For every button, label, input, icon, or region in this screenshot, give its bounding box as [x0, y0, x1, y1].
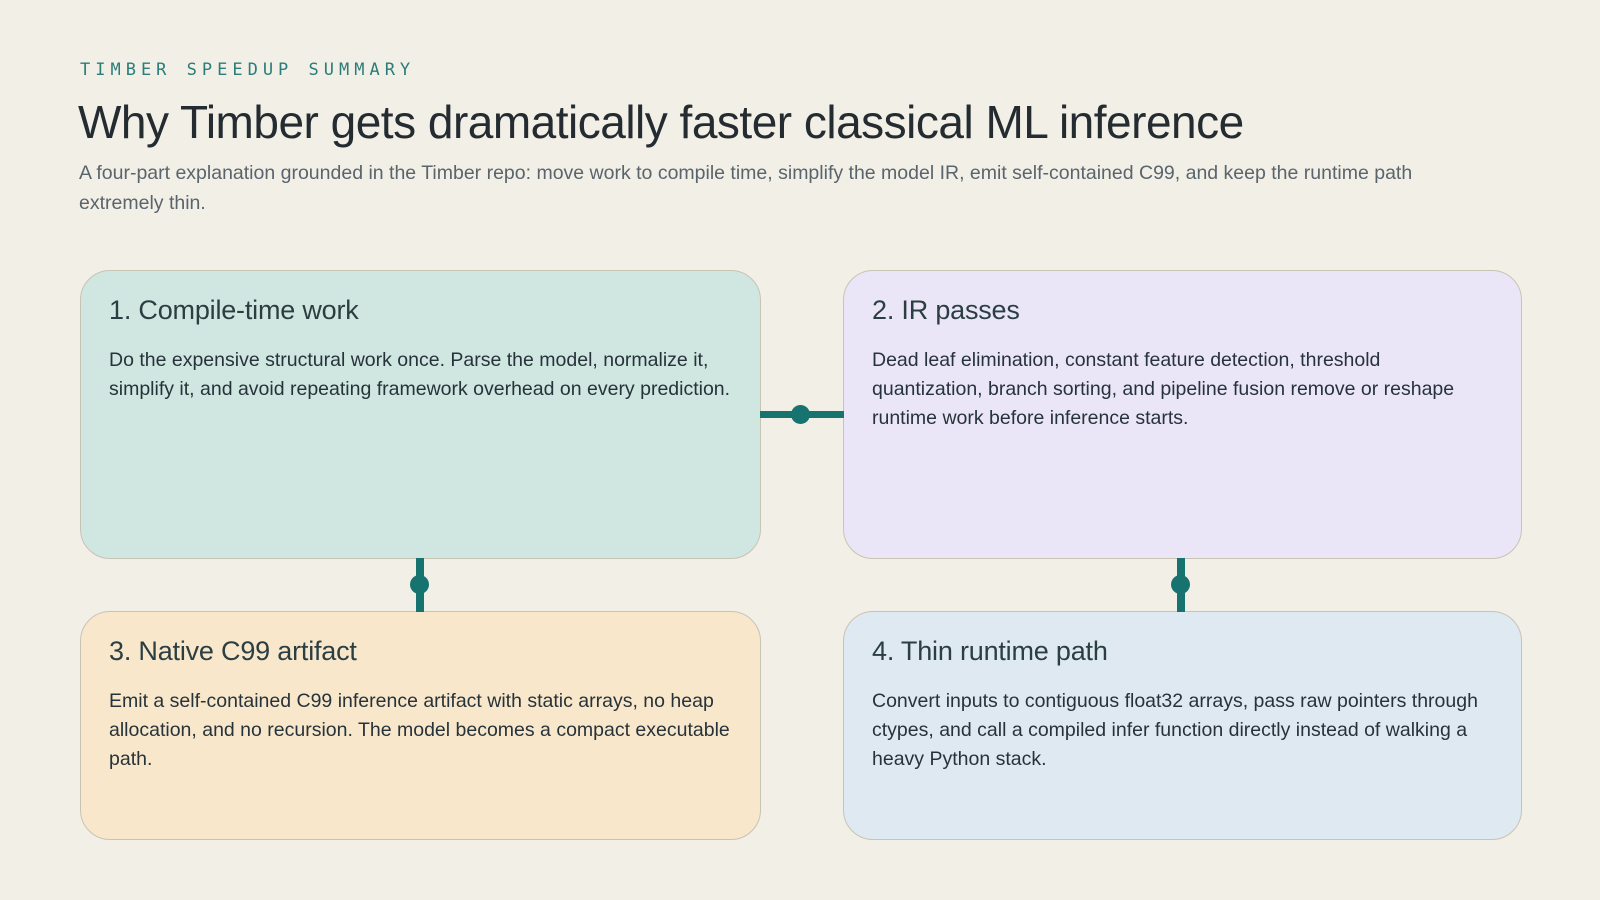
card-compile-time-work: 1. Compile-time work Do the expensive st… — [80, 270, 761, 559]
card-ir-passes-body: Dead leaf elimination, constant feature … — [872, 349, 1455, 429]
card-thin-runtime-path: 4. Thin runtime path Convert inputs to c… — [843, 611, 1522, 840]
card-ir-passes: 2. IR passes Dead leaf elimination, cons… — [843, 270, 1522, 559]
card-thin-runtime-path-body: Convert inputs to contiguous float32 arr… — [872, 690, 1478, 770]
card-native-c99-artifact: 3. Native C99 artifact Emit a self-conta… — [80, 611, 761, 840]
card-thin-runtime-path-title: 4. Thin runtime path — [872, 636, 1108, 666]
connector-dot-card1-card3 — [410, 575, 429, 594]
card-compile-time-work-title: 1. Compile-time work — [109, 295, 359, 325]
connector-dot-card1-card2 — [791, 405, 810, 424]
card-compile-time-work-body: Do the expensive structural work once. P… — [109, 349, 731, 400]
eyebrow-label: TIMBER SPEEDUP SUMMARY — [80, 60, 416, 80]
page-title: Why Timber gets dramatically faster clas… — [78, 96, 1244, 148]
card-native-c99-artifact-body: Emit a self-contained C99 inference arti… — [109, 690, 730, 770]
page-subtitle: A four-part explanation grounded in the … — [79, 162, 1413, 214]
connector-dot-card2-card4 — [1171, 575, 1190, 594]
card-ir-passes-title: 2. IR passes — [872, 295, 1020, 325]
card-native-c99-artifact-title: 3. Native C99 artifact — [109, 636, 357, 666]
